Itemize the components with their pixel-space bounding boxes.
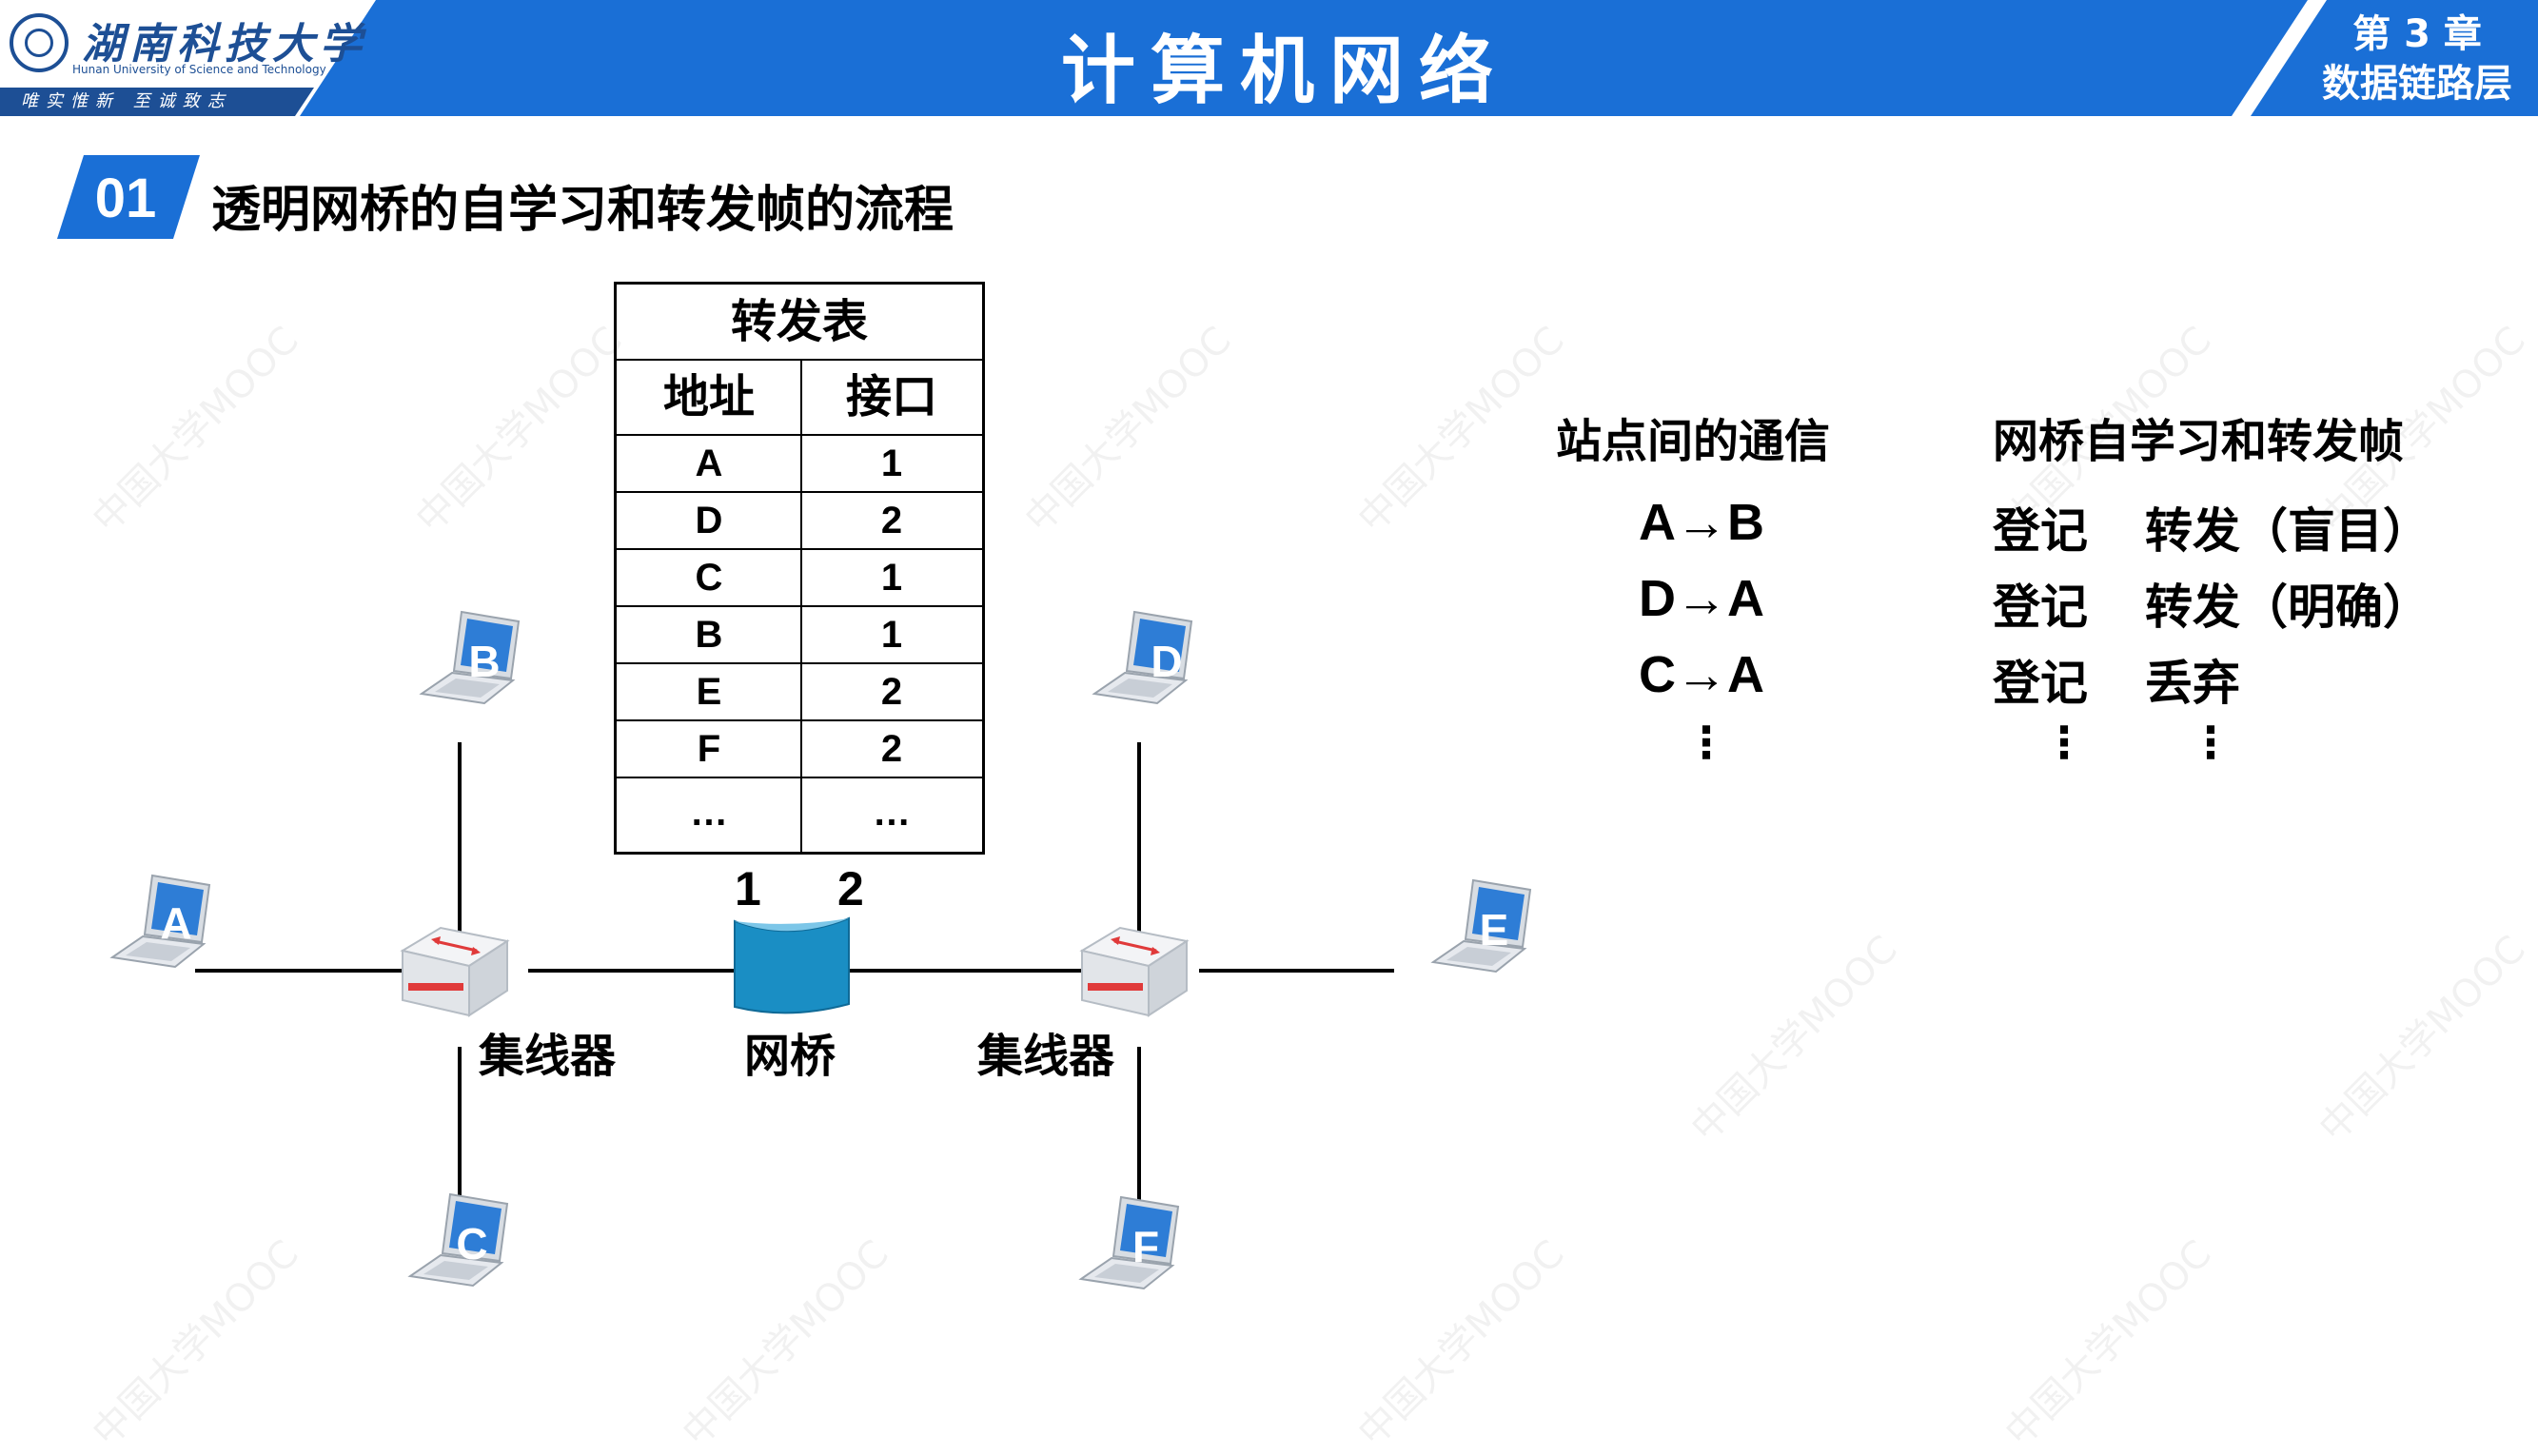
- host-f-label: F: [1132, 1222, 1159, 1271]
- host-laptop-f-icon: [1080, 1196, 1179, 1289]
- ellipsis-communication: ⋮: [1684, 717, 1728, 768]
- forward-action: 转发（明确）: [2145, 580, 2430, 635]
- bridge-port-2-label: 2: [837, 862, 864, 915]
- table-cell-interface: 1: [801, 607, 982, 664]
- table-cell-interface: …: [873, 792, 911, 834]
- course-title: 计算机网络: [1060, 29, 1508, 114]
- column-header-address: 地址: [617, 361, 801, 436]
- hub-left-icon: [401, 926, 509, 1017]
- bridge-action-header: 网桥自学习和转发帧: [1993, 415, 2405, 468]
- column-header-interface: 接口: [801, 361, 982, 436]
- host-b-label: B: [468, 637, 500, 686]
- host-a-label: A: [160, 898, 191, 948]
- section-title: 透明网桥的自学习和转发帧的流程: [211, 182, 954, 239]
- host-c-label: C: [456, 1219, 487, 1269]
- table-cell-interface: 2: [801, 721, 982, 778]
- table-cell-interface: 2: [801, 664, 982, 721]
- table-cell-interface: 2: [801, 493, 982, 550]
- header-background: [0, 0, 2538, 116]
- network-cables: [195, 742, 1394, 1228]
- forwarding-table-caption: 转发表: [617, 285, 982, 361]
- hub-left-label: 集线器: [479, 1030, 617, 1083]
- bridge-icon: [734, 916, 850, 1014]
- table-cell-address: B: [617, 607, 801, 664]
- forwarding-table: 转发表 地址 接口 A 1 D 2 C 1 B 1 E 2 F 2 … …: [614, 282, 985, 855]
- table-cell-address: …: [690, 792, 728, 834]
- communication-item: A→B: [1639, 494, 1764, 551]
- table-cell-address: A: [617, 436, 801, 493]
- communication-item: D→A: [1639, 570, 1764, 627]
- chapter-label: 第 3 章 数据链路层: [2303, 10, 2531, 108]
- communication-item: C→A: [1639, 646, 1764, 703]
- host-d-label: D: [1151, 637, 1182, 686]
- table-cell-address: F: [617, 721, 801, 778]
- hub-right-icon: [1080, 926, 1189, 1017]
- table-divider: [800, 361, 802, 855]
- chapter-number: 第 3 章: [2352, 12, 2482, 56]
- header-bar: 湖南科技大学 Hunan University of Science and T…: [0, 0, 2538, 116]
- university-english-name: Hunan University of Science and Technolo…: [72, 63, 326, 76]
- learn-status: 登记: [1993, 656, 2088, 711]
- ellipsis-action: ⋮: [2189, 717, 2233, 768]
- university-motto: 唯实惟新 至诚致志: [21, 91, 232, 111]
- university-emblem-icon: [10, 13, 69, 72]
- forward-action: 转发（盲目）: [2145, 503, 2430, 559]
- bridge-port-1-label: 1: [735, 862, 761, 915]
- section-number: 01: [94, 167, 157, 229]
- learn-status: 登记: [1993, 503, 2088, 559]
- table-cell-address: D: [617, 493, 801, 550]
- host-e-label: E: [1480, 905, 1509, 954]
- chapter-name: 数据链路层: [2322, 62, 2512, 106]
- bridge-label: 网桥: [744, 1030, 836, 1083]
- learn-status: 登记: [1993, 580, 2088, 635]
- university-name: 湖南科技大学: [82, 20, 367, 69]
- table-cell-interface: 1: [801, 436, 982, 493]
- hub-right-label: 集线器: [977, 1030, 1115, 1083]
- forward-action: 丢弃: [2145, 656, 2240, 711]
- section-number-badge: [57, 155, 200, 239]
- table-cell-address: E: [617, 664, 801, 721]
- ellipsis-learn: ⋮: [2042, 717, 2086, 768]
- table-cell-address: C: [617, 550, 801, 607]
- communication-header: 站点间的通信: [1556, 415, 1831, 468]
- table-cell-interface: 1: [801, 550, 982, 607]
